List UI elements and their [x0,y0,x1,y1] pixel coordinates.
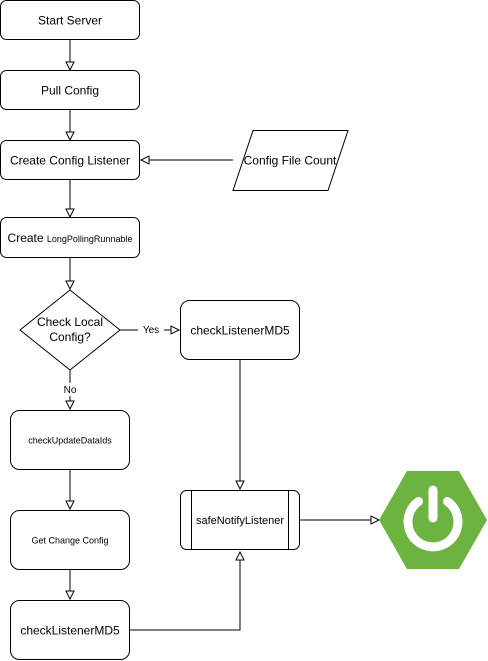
node-safe-notify-listener[interactable] [180,490,300,550]
label-long-polling-runnable: LongPollingRunnable [47,234,133,244]
label-create-prefix: Create [8,231,47,245]
label-start-server: Start Server [38,14,102,28]
label-check-listener-md5-top: checkListenerMD5 [190,324,290,338]
node-check-listener-md5-bottom[interactable] [10,600,130,660]
label-check-update-data-ids: checkUpdateDataIds [28,436,112,446]
node-start-server[interactable] [0,0,140,40]
arrowhead [65,590,75,601]
label-pull-config: Pull Config [41,84,99,98]
edge-md5-bottom-to-safenotify [130,559,241,631]
arrowhead [65,280,75,291]
node-get-change-config[interactable] [10,510,130,570]
edge-label-bg [60,383,80,396]
node-check-local-config[interactable] [19,289,121,371]
label-config-file-count: Config File Count [244,154,337,168]
edge-label-no: No [64,385,77,396]
label-create-config-listener: Create Config Listener [10,154,130,168]
label-check-local-config-line2: Config? [49,330,91,344]
arrowhead [370,515,381,525]
arrowhead [65,131,75,142]
arrowhead [235,550,245,561]
node-pull-config[interactable] [0,70,140,110]
spring-logo [379,471,487,569]
arrowhead [65,208,75,219]
arrowhead [65,400,75,411]
label-create-long-polling-runnable: Create LongPollingRunnable [8,231,133,245]
label-get-change-config: Get Change Config [31,536,108,546]
node-check-update-data-ids[interactable] [10,410,130,470]
label-check-local-config-line1: Check Local [37,315,103,329]
arrowhead [65,500,75,511]
arrowhead [170,325,181,335]
edge-label-yes: Yes [143,325,159,336]
label-check-listener-md5-bottom: checkListenerMD5 [20,624,120,638]
label-safe-notify-listener: safeNotifyListener [196,515,284,527]
node-check-listener-md5-top[interactable] [180,300,300,360]
node-config-file-count[interactable] [232,130,349,191]
power-icon [403,485,463,552]
arrowhead [235,480,245,491]
arrowhead [139,155,150,165]
node-create-long-polling-runnable[interactable] [0,217,140,258]
edge-label-bg [138,323,164,336]
arrowhead [65,61,75,72]
node-create-config-listener[interactable] [0,140,140,180]
